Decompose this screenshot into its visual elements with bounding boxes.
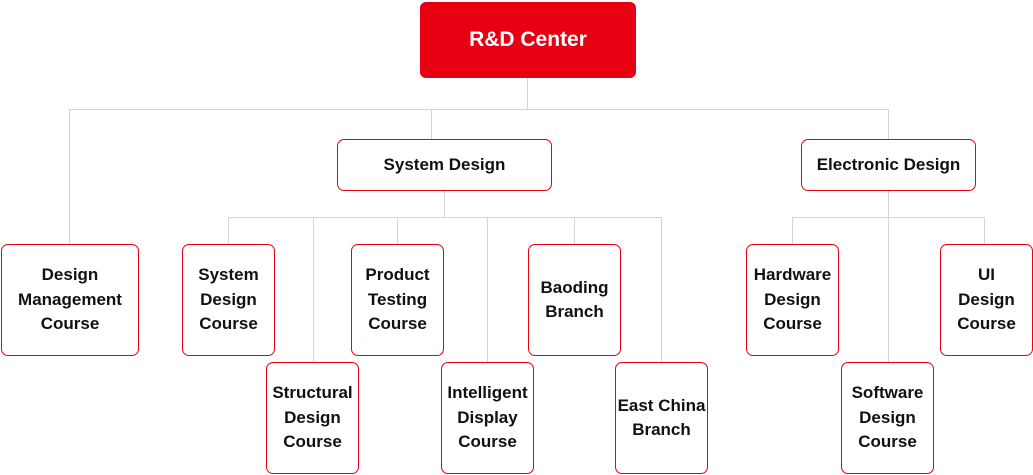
- node-electronic-design: Electronic Design: [801, 139, 976, 191]
- node-intelligent-display-course: Intelligent Display Course: [441, 362, 534, 474]
- node-system-design: System Design: [337, 139, 552, 191]
- node-baoding-branch: Baoding Branch: [528, 244, 621, 356]
- node-design-management-course: Design Management Course: [1, 244, 139, 356]
- node-ui-design-course: UI Design Course: [940, 244, 1033, 356]
- connector-system-design-bus: [228, 191, 662, 218]
- node-structural-design-course: Structural Design Course: [266, 362, 359, 474]
- root-node-rd-center: R&D Center: [420, 2, 636, 78]
- node-hardware-design-course: Hardware Design Course: [746, 244, 839, 356]
- node-software-design-course: Software Design Course: [841, 362, 934, 474]
- node-east-china-branch: East China Branch: [615, 362, 708, 474]
- node-system-design-course: System Design Course: [182, 244, 275, 356]
- node-product-testing-course: Product Testing Course: [351, 244, 444, 356]
- connector-root-trunk: [69, 78, 889, 110]
